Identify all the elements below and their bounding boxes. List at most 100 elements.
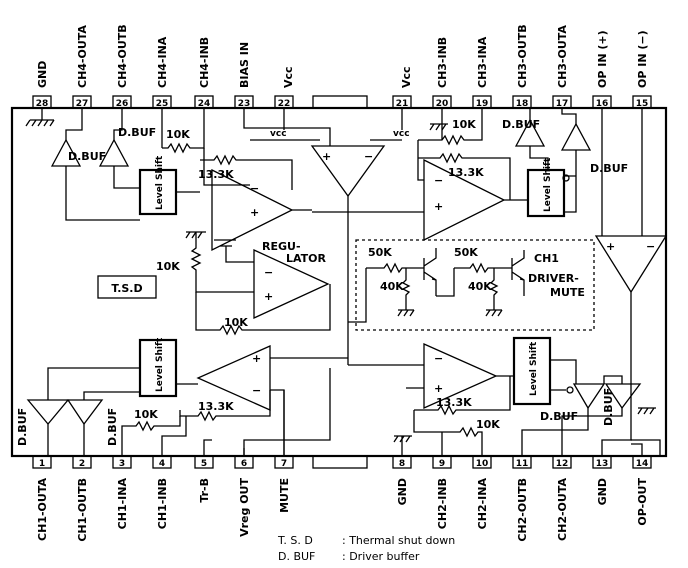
sign-plus: + — [252, 352, 261, 365]
dbuf-label: D.BUF — [106, 408, 119, 446]
pin-label-17: CH3-OUTA — [556, 25, 569, 88]
dbuf-ch1a — [26, 399, 70, 426]
r-13k: 13.3K — [448, 166, 484, 179]
pin-label-13: GND — [596, 478, 609, 505]
pin-num: 27 — [76, 99, 89, 109]
level-shift-label: Level Shift — [529, 341, 539, 396]
r-10k: 10K — [156, 260, 180, 273]
pin-label-10: CH2-INA — [476, 478, 489, 530]
pin-label-4: CH1-INB — [156, 478, 169, 529]
sign-minus: − — [434, 174, 443, 187]
level-shift-label: Level Shift — [543, 157, 553, 212]
mute-box — [355, 239, 595, 331]
pin-label-25: CH4-INA — [156, 36, 169, 88]
pin-num: 24 — [198, 99, 211, 109]
level-shift-ch3 — [526, 168, 566, 218]
op-amp: + − — [594, 108, 668, 456]
opamp-ch4 — [211, 168, 294, 252]
pin-label-14: OP-OUT — [636, 478, 649, 526]
r-10k: 10K — [166, 128, 190, 141]
pin-num: 2 — [79, 459, 85, 469]
pin-num: 25 — [156, 99, 169, 109]
pin-num: 9 — [439, 459, 445, 469]
ch3-section: − + 10K 13.3K D.BUF D.BUF Level Shift — [406, 108, 628, 242]
dbuf-label: D.BUF — [118, 126, 156, 139]
r-40k: 40K — [468, 280, 492, 293]
driver-mute-label: DRIVER- — [528, 272, 579, 285]
pin-num: 18 — [516, 99, 529, 109]
dbuf-label: D.BUF — [68, 150, 106, 163]
sign-minus: − — [646, 240, 655, 253]
pin-num: 11 — [516, 459, 529, 469]
sign-plus: + — [606, 240, 615, 253]
pin-num: 28 — [36, 99, 49, 109]
pin-label-19: CH3-INA — [476, 36, 489, 88]
sign-plus: + — [264, 290, 273, 303]
level-shift-ch1 — [138, 338, 178, 398]
r-40k: 40K — [380, 280, 404, 293]
vcc-small: vcc — [270, 129, 287, 139]
pin-num: 4 — [159, 459, 165, 469]
dbuf-label: D.BUF — [590, 162, 628, 175]
pin-1 — [32, 455, 52, 469]
legend-abbr: D. BUF — [278, 550, 315, 563]
legend: T. S. D : Thermal shut down D. BUF : Dri… — [277, 534, 455, 563]
pin-label-12: CH2-OUTA — [556, 478, 569, 541]
driver-mute-block: 50K 40K 50K 40K CH1 DRIVER- MUTE — [348, 239, 595, 331]
sign-minus: − — [434, 352, 443, 365]
pin-num: 13 — [596, 459, 609, 469]
sign-minus: − — [252, 384, 261, 397]
regulator-amp — [253, 248, 330, 320]
pin-label-22: Vcc — [282, 66, 295, 88]
sign-minus: − — [250, 182, 259, 195]
ch4-section: D.BUF D.BUF Level Shift 10K 13.3K − + — [25, 108, 312, 252]
pin-label-20: CH3-INB — [436, 37, 449, 88]
pin-num: 17 — [556, 99, 569, 109]
ch1-label: CH1 — [534, 252, 559, 265]
r-13k: 13.3K — [436, 396, 472, 409]
pin-label-8: GND — [396, 478, 409, 505]
pin-num: 12 — [556, 459, 569, 469]
dbuf-label: D.BUF — [602, 388, 615, 426]
bottom-notch — [312, 455, 368, 469]
regulator: REGU- LATOR − + 10K 10K — [156, 231, 331, 336]
regulator-label: LATOR — [286, 252, 327, 265]
dbuf-label: D.BUF — [16, 408, 29, 446]
pin-num: 21 — [396, 99, 409, 109]
top-notch — [312, 95, 368, 109]
pin-label-3: CH1-INA — [116, 478, 129, 530]
pin-num: 8 — [399, 459, 405, 469]
r-50k: 50K — [368, 246, 392, 259]
opamp-center — [310, 145, 386, 198]
pin-label-7: MUTE — [278, 478, 291, 513]
legend-abbr: T. S. D — [277, 534, 313, 547]
pin-label-23: BIAS IN — [238, 42, 251, 88]
ch2-section: − + 13.3K 10K Level Shift D.BUF D.BUF — [348, 336, 656, 456]
ch1-section: D.BUF D.BUF Level Shift + − 13.3K 10K — [16, 337, 348, 456]
r-10k: 10K — [476, 418, 500, 431]
tsd-box — [97, 275, 157, 299]
pin-num: 20 — [436, 99, 449, 109]
pin-label-2: CH1-OUTB — [76, 478, 89, 542]
legend-desc: : Driver buffer — [342, 550, 420, 563]
opamp-ch1 — [196, 344, 271, 412]
pin-num: 10 — [476, 459, 489, 469]
pin-num: 6 — [241, 459, 247, 469]
opamp-op — [594, 235, 668, 294]
dbuf-ch1b — [66, 399, 104, 426]
top-pin-labels: GND CH4-OUTA CH4-OUTB CH4-INA CH4-INB BI… — [36, 24, 649, 88]
pin-label-18: CH3-OUTB — [516, 24, 529, 88]
driver-mute-label: MUTE — [550, 286, 585, 299]
pin-18 — [512, 95, 532, 109]
opamp-ch2 — [423, 342, 498, 410]
pin-num: 16 — [596, 99, 609, 109]
pin-num: 7 — [281, 459, 287, 469]
pin-num: 1 — [39, 459, 45, 469]
sign-minus: − — [264, 266, 273, 279]
pin-num: 23 — [238, 99, 251, 109]
sign-plus: + — [434, 200, 443, 213]
r-50k: 50K — [454, 246, 478, 259]
bottom-pins: 1 2 3 4 5 6 7 8 9 10 11 12 13 14 — [32, 455, 652, 469]
level-shift-ch2 — [512, 336, 552, 406]
